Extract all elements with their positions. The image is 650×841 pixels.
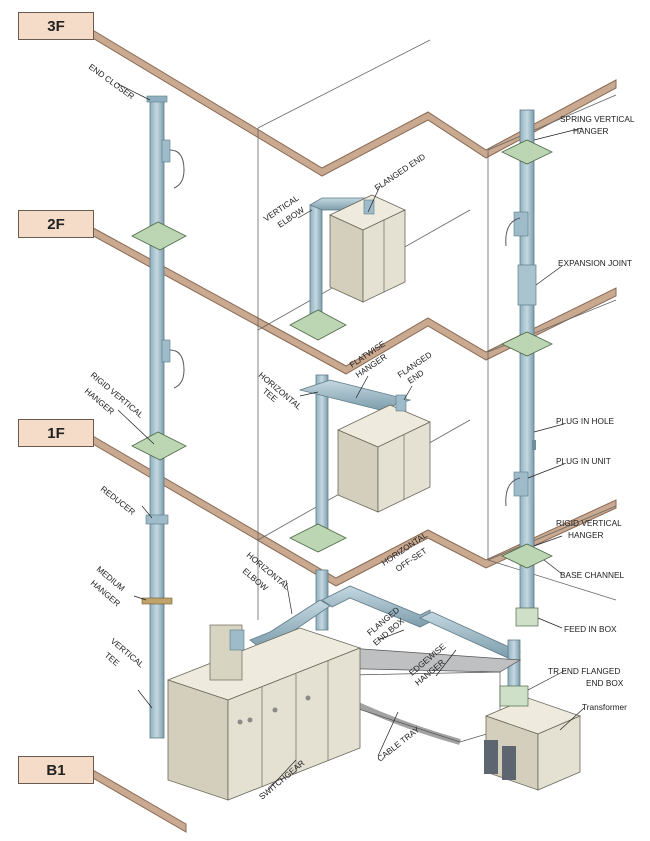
label-vertical-tee-2: TEE [103, 650, 122, 668]
label-rigid-vertical-hanger-right: RIGID VERTICAL [556, 518, 622, 528]
left-floor-pads [131, 221, 187, 461]
label-feed-in-box: FEED IN BOX [564, 624, 617, 634]
label-plug-in-hole: PLUG IN HOLE [556, 416, 615, 426]
label-tr-end-flanged-end-box: TR END FLANGED [548, 666, 620, 676]
flanged-end-cabinet-upper [329, 194, 406, 303]
label-expansion-joint: EXPANSION JOINT [558, 258, 632, 268]
right-busway-riser [505, 109, 539, 627]
floor-tag-b1: B1 [18, 756, 94, 784]
basement-horizontal-busway [249, 585, 521, 701]
floor-tag-3f: 3F [18, 12, 94, 40]
label-end-closer: END CLOSER [87, 62, 137, 102]
floor-slab-2f [85, 223, 617, 375]
floor-slab-1f [85, 431, 617, 587]
label-cable-tray: CABLE TRAY [375, 724, 422, 763]
label-plug-in-unit: PLUG IN UNIT [556, 456, 611, 466]
transformer-unit [484, 685, 582, 791]
left-busway-riser [141, 95, 185, 739]
label-spring-vertical-hanger: SPRING VERTICAL [560, 114, 635, 124]
label-base-channel: BASE CHANNEL [560, 570, 624, 580]
label-flanged-end-top: FLANGED END [373, 151, 428, 192]
label-tr-end-flanged-end-box-2: END BOX [586, 678, 624, 688]
middle-lower-riser [289, 374, 412, 631]
floor-tag-1f: 1F [18, 419, 94, 447]
switchgear-unit [166, 624, 362, 801]
flanged-end-cabinet-lower [337, 394, 431, 513]
label-rigid-vertical-hanger-right-2: HANGER [568, 530, 604, 540]
label-spring-vertical-hanger-2: HANGER [573, 126, 609, 136]
floor-slab-3f [85, 25, 617, 177]
floor-tag-2f: 2F [18, 210, 94, 238]
label-transformer: Transformer [582, 702, 627, 712]
right-floor-pads [501, 139, 553, 569]
middle-upper-riser [289, 197, 369, 341]
leader-lines [117, 83, 585, 791]
label-reducer: REDUCER [99, 484, 137, 517]
